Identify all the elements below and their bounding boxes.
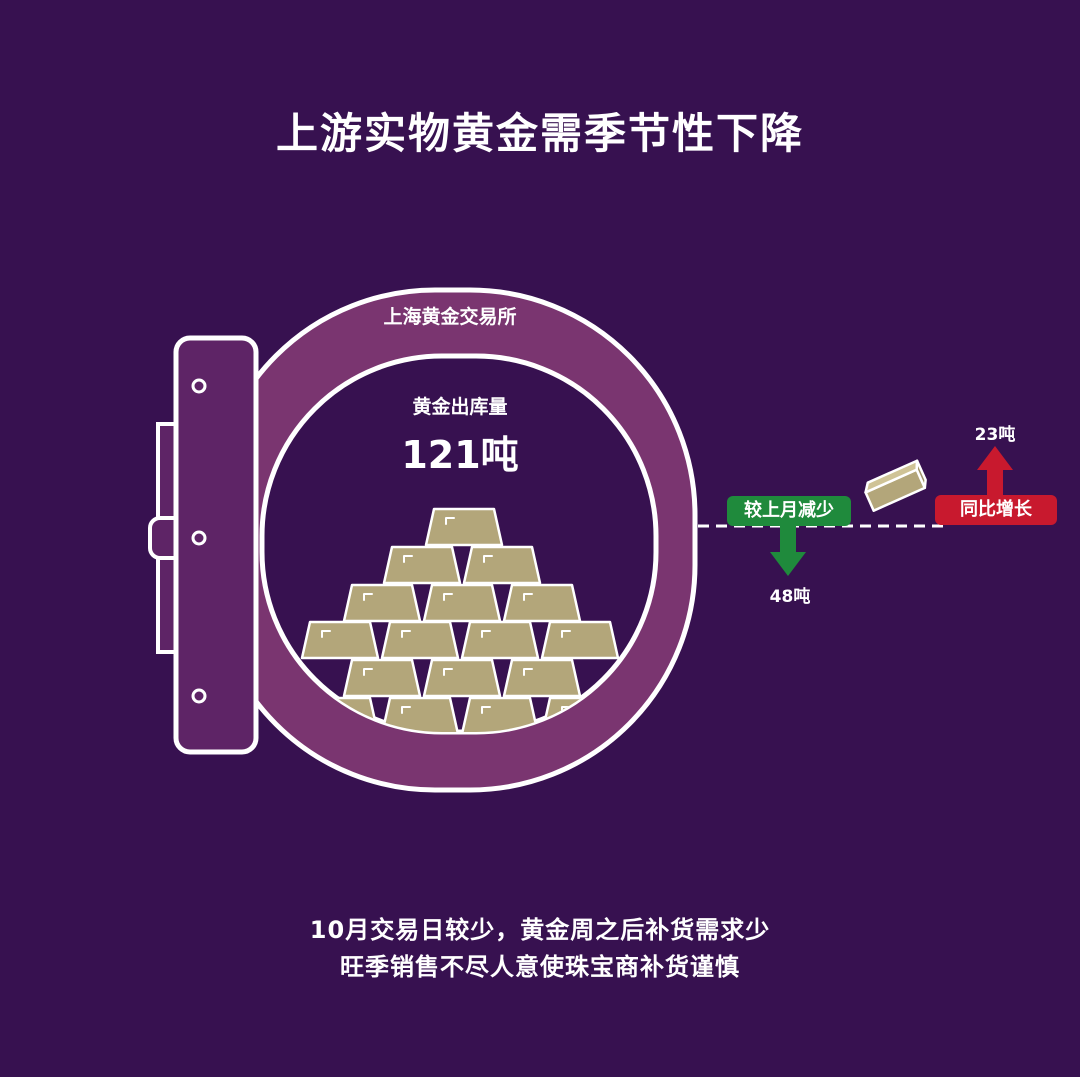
caption-line-1: 10月交易日较少，黄金周之后补货需求少	[309, 916, 771, 944]
year-on-year-value: 23吨	[974, 425, 1016, 445]
outflow-metric-value: 121吨	[401, 433, 519, 477]
page-title: 上游实物黄金需季节性下降	[275, 109, 804, 158]
caption-line-2: 旺季销售不尽人意使珠宝商补货谨慎	[340, 953, 740, 981]
vault-name-label: 上海黄金交易所	[383, 306, 517, 328]
year-on-year-badge: 同比增长	[935, 495, 1057, 525]
month-on-month-value: 48吨	[769, 587, 811, 607]
arrow-up-icon	[977, 446, 1013, 497]
small-gold-bar-icon	[864, 459, 927, 512]
month-on-month-badge: 较上月减少	[727, 496, 851, 526]
arrow-down-icon	[770, 526, 806, 576]
vault-door-icon	[148, 335, 259, 755]
outflow-metric-label: 黄金出库量	[412, 396, 508, 418]
